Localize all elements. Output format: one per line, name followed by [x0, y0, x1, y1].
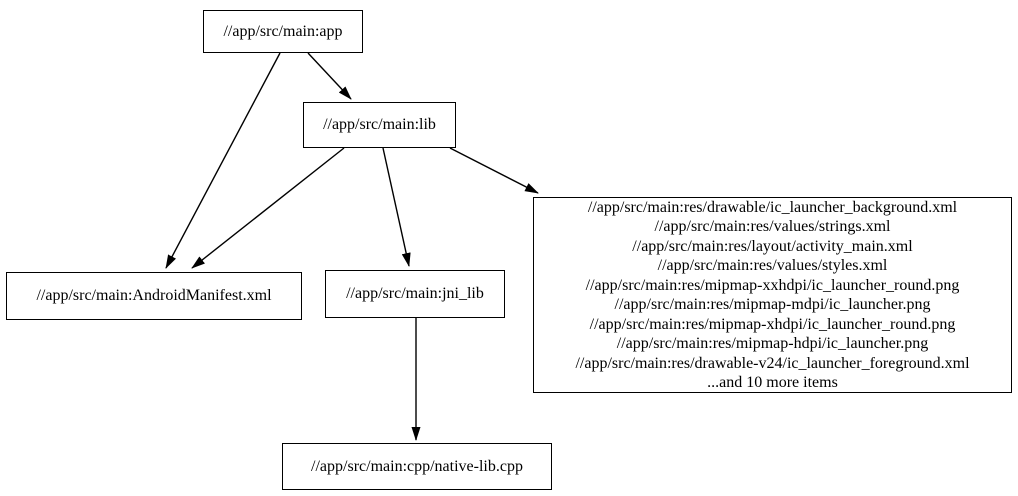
- node-android-manifest-label: //app/src/main:AndroidManifest.xml: [36, 287, 272, 305]
- node-jni-lib: //app/src/main:jni_lib: [325, 270, 505, 318]
- node-jni-lib-label: //app/src/main:jni_lib: [346, 285, 484, 303]
- node-app: //app/src/main:app: [203, 10, 363, 53]
- node-lib: //app/src/main:lib: [303, 102, 456, 148]
- node-lib-label: //app/src/main:lib: [323, 116, 436, 134]
- edge-app-to-lib: [307, 52, 352, 100]
- node-app-label: //app/src/main:app: [223, 22, 343, 40]
- edge-lib-to-manifest: [191, 147, 345, 269]
- res-line: //app/src/main:res/mipmap-hdpi/ic_launch…: [616, 335, 929, 352]
- node-res-group: //app/src/main:res/drawable/ic_launcher_…: [533, 197, 1012, 393]
- edge-lib-to-jni-lib: [382, 147, 411, 267]
- res-line: //app/src/main:res/mipmap-xhdpi/ic_launc…: [589, 315, 956, 333]
- node-android-manifest: //app/src/main:AndroidManifest.xml: [6, 272, 302, 320]
- res-line: //app/src/main:res/drawable-v24/ic_launc…: [575, 354, 970, 372]
- res-line: //app/src/main:res/values/strings.xml: [654, 218, 891, 235]
- res-line-more-items: ...and 10 more items: [707, 374, 838, 391]
- edge-app-to-manifest: [165, 52, 281, 269]
- res-line: //app/src/main:res/mipmap-mdpi/ic_launch…: [614, 296, 931, 313]
- node-native-lib-cpp-label: //app/src/main:cpp/native-lib.cpp: [311, 457, 523, 475]
- edge-lib-to-res-group: [449, 147, 539, 194]
- res-line: //app/src/main:res/mipmap-xxhdpi/ic_laun…: [585, 276, 960, 294]
- node-native-lib-cpp: //app/src/main:cpp/native-lib.cpp: [282, 443, 552, 490]
- res-line: //app/src/main:res/drawable/ic_launcher_…: [587, 198, 958, 216]
- res-line: //app/src/main:res/values/styles.xml: [657, 257, 888, 274]
- res-line: //app/src/main:res/layout/activity_main.…: [632, 237, 913, 255]
